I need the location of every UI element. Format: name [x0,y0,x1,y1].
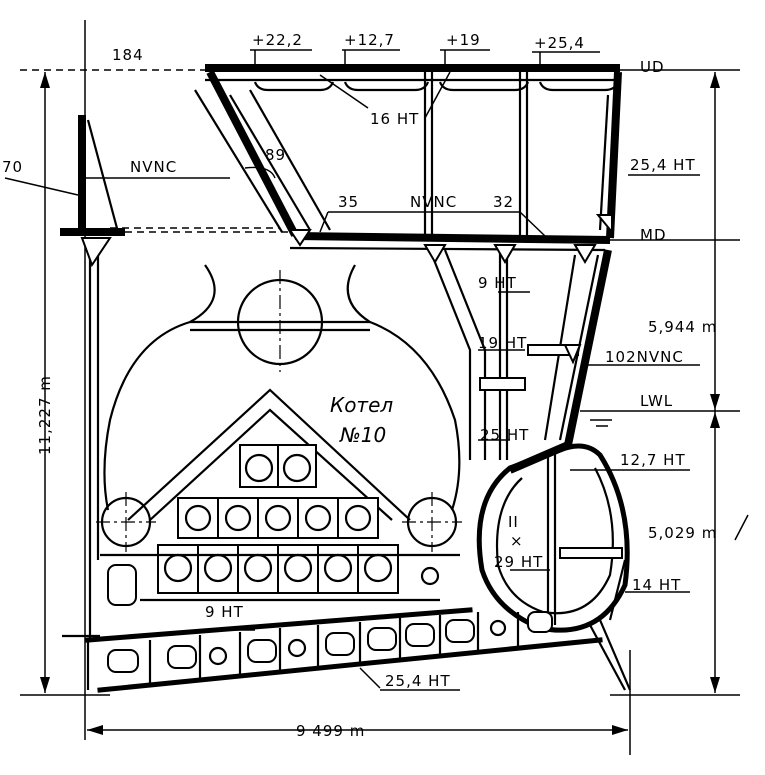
label-nvnc-upper: NVNC [130,158,177,176]
side-shell [423,244,632,691]
label-5944m: 5,944 m [648,318,717,336]
label-102nvnc: 102NVNC [605,348,684,366]
label-plus-22-2: +22,2 [252,31,303,49]
label-ud: UD [640,58,665,76]
label-32: 32 [493,193,514,211]
label-19ht: 19 HT [478,334,527,352]
label-9ht-lower: 9 HT [205,603,244,621]
label-nvnc-md: NVNC [410,193,457,211]
label-plus-12-7: +12,7 [344,31,395,49]
label-plus-25-4: +25,4 [534,34,585,52]
dimension-lines [20,20,740,755]
label-25-4ht-bottom: 25,4 HT [385,672,451,690]
leader-lines [4,71,749,691]
label-14ht: 14 HT [632,576,681,594]
annotations: 184 +22,2 +12,7 +19 +25,4 UD 16 HT 70 NV… [2,31,717,740]
upper-deck [205,49,620,92]
compartment-cross: × [510,532,524,550]
label-25-4ht-side: 25,4 HT [630,156,696,174]
label-89: 89 [265,146,286,164]
label-md: MD [640,226,667,244]
left-plating [78,115,120,640]
double-bottom [62,607,603,693]
label-plus-19: +19 [446,31,481,49]
label-12-7ht: 12,7 HT [620,451,686,469]
label-29ht: 29 HT [494,553,543,571]
label-lwl: LWL [640,392,673,410]
label-11227m: 11,227 m [36,375,54,455]
label-5029m: 5,029 m [648,524,717,542]
boiler [96,264,462,606]
label-9499m: 9 499 m [296,722,365,740]
compartment-label: II [508,513,519,531]
boiler-label-line1: Котел [330,393,393,417]
label-9ht-upper: 9 HT [478,274,517,292]
boiler-label-line2: №10 [339,423,386,447]
label-16ht: 16 HT [370,110,419,128]
label-25ht: 25 HT [480,426,529,444]
main-deck-structure [60,70,622,252]
label-35: 35 [338,193,359,211]
label-70: 70 [2,158,23,176]
label-184: 184 [112,46,144,64]
